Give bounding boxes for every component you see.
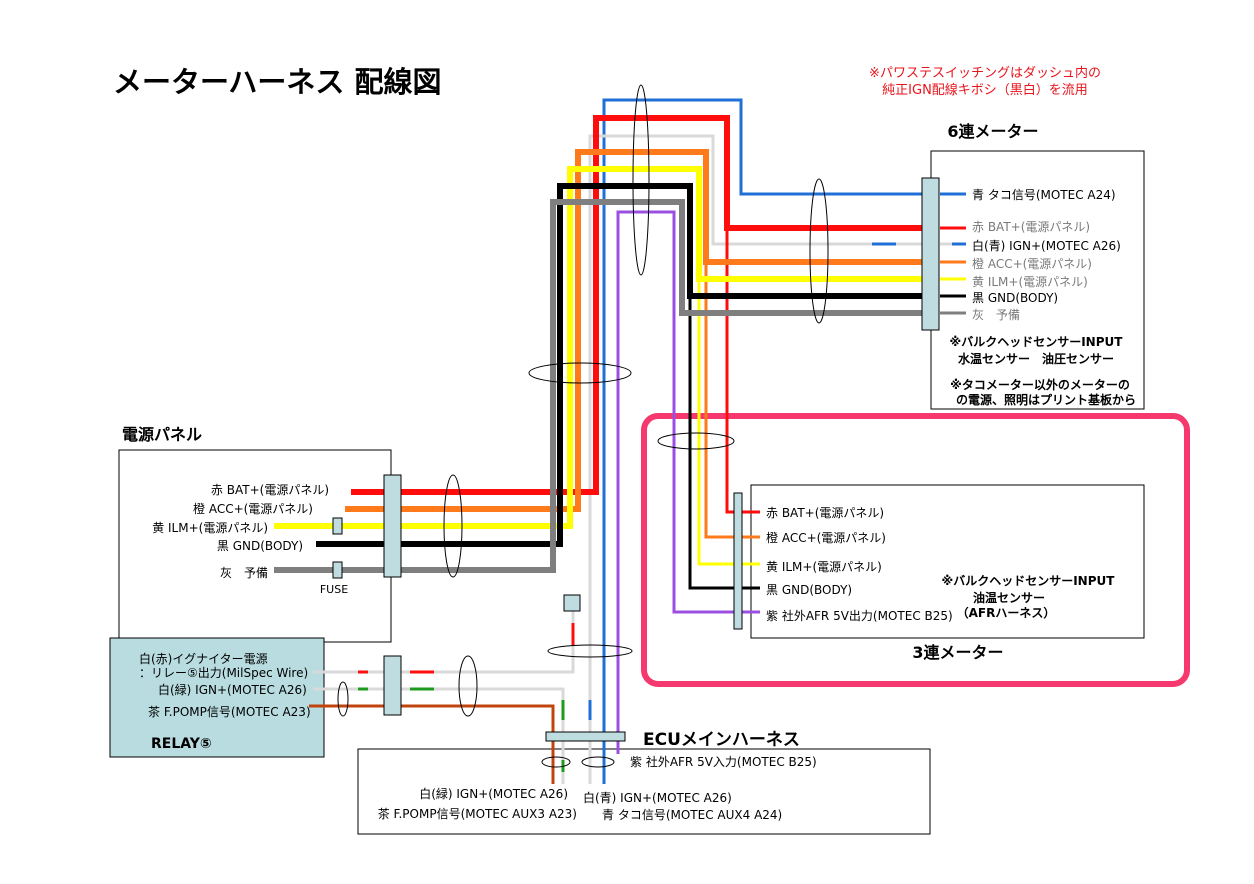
wire-white-ign-meter6 — [588, 134, 928, 784]
fuse-spare — [332, 561, 343, 579]
wire-black-meter3 — [688, 296, 734, 590]
meter3-label-orange: 橙 ACC+(電源パネル) — [766, 530, 886, 545]
ecu-label-tach: 青 タコ信号(MOTEC AUX4 A24) — [602, 808, 782, 822]
bundle-ellipse-relay-right — [458, 655, 478, 717]
relay-connector — [383, 655, 402, 716]
meter6-note-4: の電源、照明はプリント基板から — [956, 392, 1136, 407]
power-label-orange: 橙 ACC+(電源パネル) — [193, 501, 313, 516]
meter6-label-orange: 橙 ACC+(電源パネル) — [972, 256, 1092, 271]
bundle-ellipse-meter6 — [809, 178, 829, 324]
ecu-title: ECUメインハーネス — [643, 730, 800, 750]
relay-label-fpomp: 茶 F.POMP信号(MOTEC A23) — [148, 704, 311, 719]
wire-red-meter3 — [725, 228, 734, 514]
bundle-ellipse-ecu-right — [581, 756, 615, 768]
ecu-label-purple: 紫 社外AFR 5V入力(MOTEC B25) — [630, 754, 817, 769]
power-label-black: 黒 GND(BODY) — [217, 539, 303, 553]
wire-gray-spare — [274, 199, 928, 573]
bundle-ellipse-ecu-upper — [547, 644, 633, 658]
wire-blue-tach — [602, 98, 928, 784]
power-panel-connector — [383, 474, 402, 578]
meter3-label-black: 黒 GND(BODY) — [766, 583, 852, 597]
meter6-label-gray: 灰 予備 — [972, 307, 1020, 322]
relay-title: RELAY⑤ — [151, 736, 212, 752]
bundle-ellipse-vertical — [528, 362, 632, 384]
meter3-connector — [733, 492, 743, 630]
wire-black-gnd — [316, 183, 928, 547]
ignitor-terminal — [563, 594, 581, 612]
meter6-label-blue: 青 タコ信号(MOTEC A24) — [972, 188, 1116, 202]
wire-orange-acc — [345, 149, 928, 512]
meter3-note-3: （AFRハーネス） — [957, 605, 1056, 620]
meter6-label-yellow: 黄 ILM+(電源パネル) — [972, 275, 1088, 289]
wire-yellow-ilm — [274, 166, 928, 529]
ecu-connector — [545, 731, 626, 742]
bundle-ellipse-top — [632, 84, 650, 276]
note-line-1: ※パワステスイッチングはダッシュ内の — [869, 65, 1101, 81]
meter6-label-black: 黒 GND(BODY) — [972, 291, 1058, 305]
power-label-yellow: 黄 ILM+(電源パネル) — [152, 521, 268, 535]
meter3-note-2: 油温センサー — [973, 590, 1045, 605]
wire-purple-afr — [616, 210, 734, 754]
meter3-highlight-frame — [641, 413, 1190, 687]
meter6-connector — [921, 177, 940, 331]
ecu-label-fpomp: 茶 F.POMP信号(MOTEC AUX3 A23) — [378, 806, 577, 821]
ecu-label-ign-green: 白(緑) IGN+(MOTEC A26) — [419, 786, 568, 801]
wire-yellow-meter3 — [697, 279, 734, 566]
bundle-ellipse-power — [443, 474, 463, 578]
meter6-label-red: 赤 BAT+(電源パネル) — [972, 220, 1090, 234]
relay-label-ignitor-sub: ：リレー⑤出力(MilSpec Wire) — [139, 666, 308, 680]
fuse-ilm — [332, 517, 343, 535]
meter3-title: 3連メーター — [912, 643, 1003, 662]
page-title: メーターハーネス 配線図 — [113, 65, 442, 99]
fuse-label: FUSE — [320, 583, 348, 596]
meter6-title: 6連メーター — [947, 122, 1038, 141]
meter3-label-red: 赤 BAT+(電源パネル) — [766, 506, 884, 520]
power-label-red: 赤 BAT+(電源パネル) — [211, 483, 329, 497]
ecu-box — [357, 748, 931, 835]
relay-box — [109, 637, 325, 758]
meter6-note-1: ※バルクヘッドセンサーINPUT — [950, 335, 1124, 349]
power-panel-title: 電源パネル — [122, 425, 202, 444]
meter3-box — [750, 484, 1145, 639]
meter3-label-purple: 紫 社外AFR 5V出力(MOTEC B25) — [766, 608, 953, 623]
bundle-ellipse-meter3 — [657, 432, 735, 450]
relay-label-ign: 白(緑) IGN+(MOTEC A26) — [158, 682, 307, 697]
meter6-note-3: ※タコメーター以外のメーターの — [950, 377, 1130, 392]
meter3-note-1: ※バルクヘッドセンサーINPUT — [942, 574, 1116, 588]
meter6-label-white: 白(青) IGN+(MOTEC A26) — [972, 238, 1121, 253]
bundle-ellipse-ecu-left — [541, 756, 571, 768]
relay-label-ignitor: 白(赤)イグナイター電源 — [139, 651, 268, 666]
ecu-label-ign-blue: 白(青) IGN+(MOTEC A26) — [583, 790, 732, 805]
note-line-2: 純正IGN配線キボシ（黒白）を流用 — [882, 82, 1088, 98]
wire-orange-meter3 — [704, 262, 734, 539]
meter6-box — [930, 150, 1145, 410]
meter3-label-yellow: 黄 ILM+(電源パネル) — [766, 560, 882, 574]
wire-red-bat — [351, 115, 928, 495]
bundle-ellipse-relay-left — [337, 681, 349, 717]
power-label-gray: 灰 予備 — [220, 565, 268, 580]
meter6-note-2: 水温センサー 油圧センサー — [958, 351, 1114, 366]
